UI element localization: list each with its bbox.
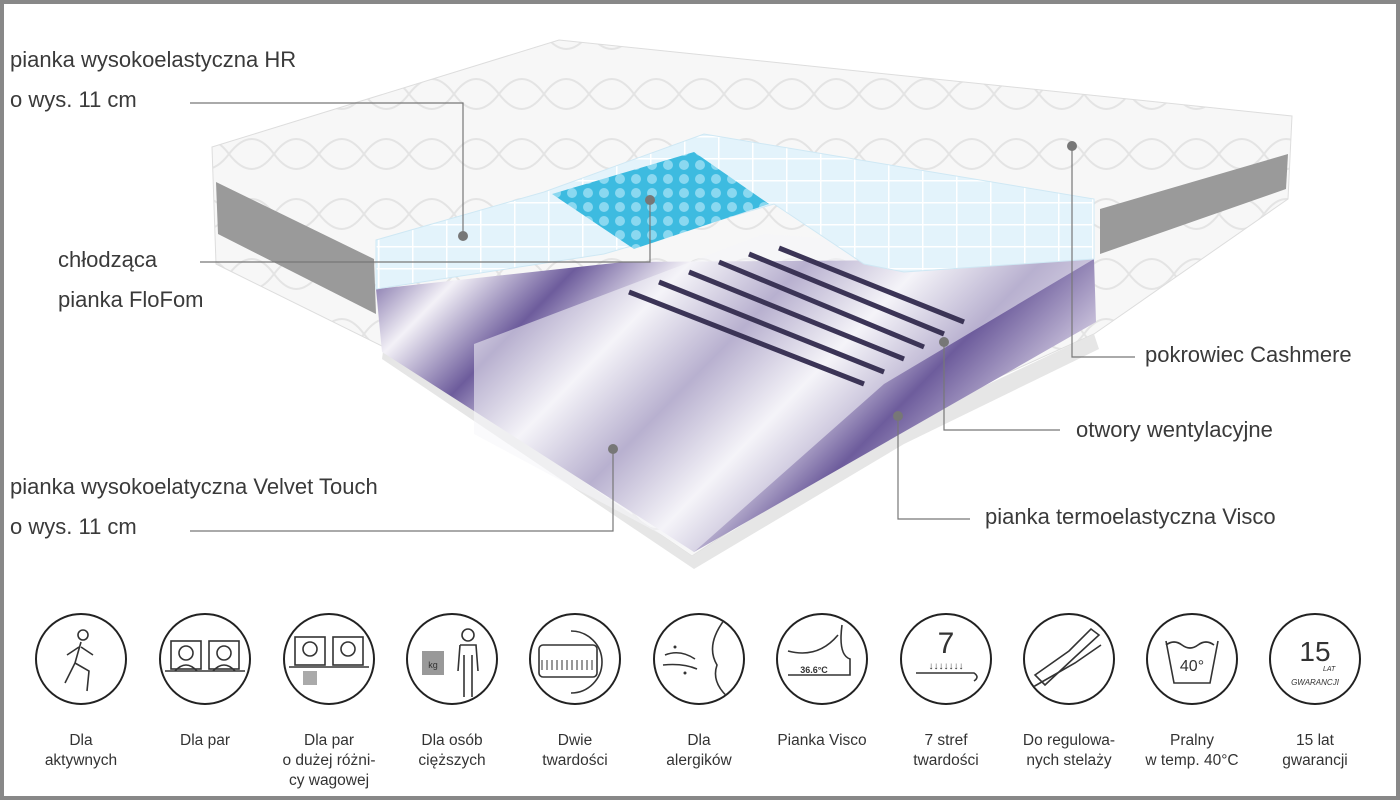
flofom-cooling-layer bbox=[552, 152, 769, 249]
feature-wash: 40° Pralny w temp. 40°C bbox=[1130, 613, 1254, 771]
feature-label: Dla par bbox=[143, 731, 267, 751]
cover-side-stripe-right bbox=[1100, 154, 1288, 254]
feature-label-line: Dla bbox=[69, 732, 93, 749]
feature-label-line: w temp. 40°C bbox=[1145, 752, 1239, 769]
allergy-icon bbox=[653, 613, 745, 705]
feature-flip-mattress: Dwie twardości bbox=[513, 613, 637, 771]
feature-label-line: nych stelaży bbox=[1026, 752, 1112, 769]
ventilation-grooves bbox=[628, 245, 965, 387]
callout-cooling-foam: chłodząca pianka FloFom bbox=[58, 240, 204, 320]
feature-label-line: Dla par bbox=[304, 732, 354, 749]
feature-label-line: Pianka Visco bbox=[777, 732, 867, 749]
feature-label: Dla osób cięższych bbox=[390, 731, 514, 771]
couple-weight-icon bbox=[283, 613, 375, 705]
cover-side-stripe bbox=[216, 182, 376, 314]
feature-label: Dwie twardości bbox=[513, 731, 637, 771]
feature-label-line: gwarancji bbox=[1282, 752, 1348, 769]
flip-mattress-icon bbox=[529, 613, 621, 705]
feature-label-line: alergików bbox=[666, 752, 732, 769]
feature-label-line: twardości bbox=[542, 752, 608, 769]
feature-label: Do regulowa-nych stelaży bbox=[1007, 731, 1131, 771]
feature-label-line: o dużej różni- bbox=[282, 752, 376, 769]
svg-text:7: 7 bbox=[938, 627, 955, 660]
feature-label: Dla alergików bbox=[637, 731, 761, 771]
feature-label-line: twardości bbox=[913, 752, 979, 769]
svg-text:40°: 40° bbox=[1180, 658, 1204, 675]
svg-text:15: 15 bbox=[1299, 636, 1330, 667]
feature-label: Pianka Visco bbox=[760, 731, 884, 751]
svg-text:GWARANCJI: GWARANCJI bbox=[1291, 678, 1340, 687]
feature-label-line: Dla par bbox=[180, 732, 230, 749]
callout-ventilation-title: otwory wentylacyjne bbox=[1076, 417, 1273, 442]
callout-cooling-foam-line1: chłodząca bbox=[58, 247, 158, 272]
feature-label: Dla par o dużej różni-cy wagowej bbox=[267, 731, 391, 791]
callout-cover-title: pokrowiec Cashmere bbox=[1145, 342, 1352, 367]
couple-icon bbox=[159, 613, 251, 705]
feature-adjustable-bed: Do regulowa-nych stelaży bbox=[1007, 613, 1131, 771]
wash-icon: 40° bbox=[1146, 613, 1238, 705]
feature-label-line: Dla osób bbox=[421, 732, 483, 749]
callout-hr-foam: pianka wysokoelastyczna HR o wys. 11 cm bbox=[10, 40, 296, 120]
mattress-illustration bbox=[190, 39, 1293, 569]
feature-label: 7 stref twardości bbox=[884, 731, 1008, 771]
callout-velvet-title: pianka wysokoelatyczna Velvet Touch bbox=[10, 474, 378, 499]
callout-velvet-height: o wys. 11 cm bbox=[10, 514, 137, 539]
feature-label-line: aktywnych bbox=[44, 752, 118, 769]
feature-couple-weight: Dla par o dużej różni-cy wagowej bbox=[267, 613, 391, 791]
weight-person-icon: kg bbox=[406, 613, 498, 705]
callout-ventilation: otwory wentylacyjne bbox=[1076, 410, 1273, 450]
callout-visco: pianka termoelastyczna Visco bbox=[985, 497, 1276, 537]
svg-text:36.6°C: 36.6°C bbox=[800, 665, 828, 675]
product-diagram: pianka wysokoelastyczna HR o wys. 11 cm … bbox=[4, 4, 1396, 796]
feature-label-line: 7 stref bbox=[924, 732, 968, 749]
visco-hand-icon: 36.6°C bbox=[776, 613, 868, 705]
svg-text:LAT: LAT bbox=[1323, 666, 1336, 673]
feature-couple: Dla par bbox=[143, 613, 267, 751]
feature-visco-hand: 36.6°C Pianka Visco bbox=[760, 613, 884, 751]
svg-text:↓↓↓↓↓↓↓: ↓↓↓↓↓↓↓ bbox=[929, 661, 964, 672]
feature-zones: 7↓↓↓↓↓↓↓ 7 stref twardości bbox=[884, 613, 1008, 771]
feature-label-line: Dwie bbox=[557, 732, 593, 749]
feature-label-line: Pralny bbox=[1170, 732, 1214, 749]
feature-label-line: cięższych bbox=[418, 752, 486, 769]
callout-cover: pokrowiec Cashmere bbox=[1145, 335, 1352, 375]
callout-cooling-foam-line2: pianka FloFom bbox=[58, 287, 204, 312]
feature-label: 15 lat gwarancji bbox=[1253, 731, 1377, 771]
feature-label-line: cy wagowej bbox=[288, 772, 370, 789]
zones-icon: 7↓↓↓↓↓↓↓ bbox=[900, 613, 992, 705]
adjustable-bed-icon bbox=[1023, 613, 1115, 705]
feature-runner: Dla aktywnych bbox=[19, 613, 143, 771]
callout-visco-title: pianka termoelastyczna Visco bbox=[985, 504, 1276, 529]
feature-label: Pralny w temp. 40°C bbox=[1130, 731, 1254, 771]
callout-hr-foam-height: o wys. 11 cm bbox=[10, 87, 137, 112]
feature-label-line: 15 lat bbox=[1296, 732, 1334, 749]
feature-allergy: Dla alergików bbox=[637, 613, 761, 771]
feature-label-line: Do regulowa- bbox=[1022, 732, 1116, 749]
callout-hr-foam-title: pianka wysokoelastyczna HR bbox=[10, 47, 297, 72]
callout-velvet: pianka wysokoelatyczna Velvet Touch o wy… bbox=[10, 467, 378, 547]
svg-text:kg: kg bbox=[428, 660, 438, 670]
feature-label-line: Dla bbox=[687, 732, 711, 749]
runner-icon bbox=[35, 613, 127, 705]
feature-label: Dla aktywnych bbox=[19, 731, 143, 771]
